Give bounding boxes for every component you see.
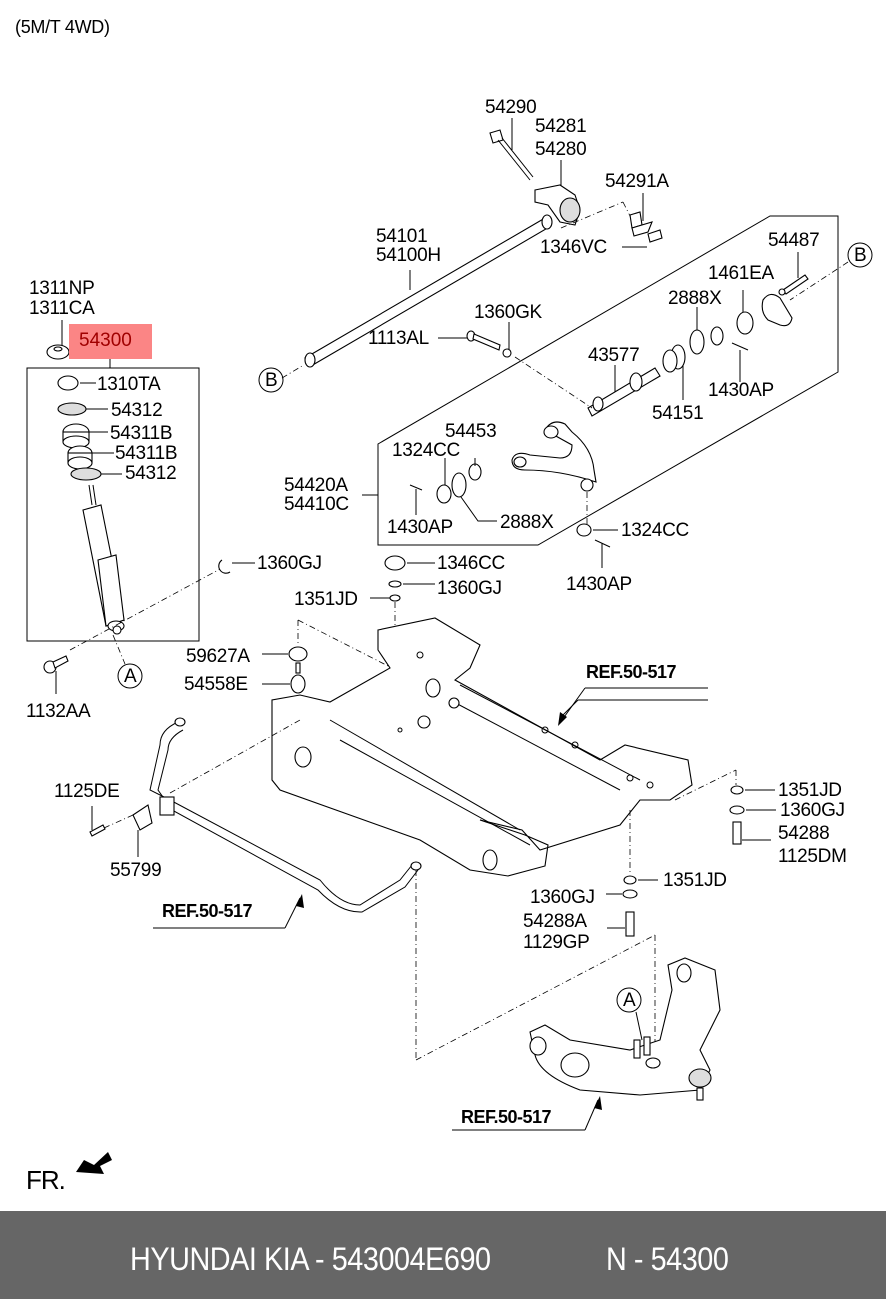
nut-1311np-drawing — [46, 320, 70, 360]
part-label-1461ea[interactable]: 1461EA — [708, 263, 774, 284]
part-label-1360gj-right[interactable]: 1360GJ — [780, 800, 845, 821]
callout-b-circle-2 — [847, 242, 873, 268]
part-label-1360gk[interactable]: 1360GK — [474, 302, 542, 323]
part-label-1311ca[interactable]: 1311CA — [29, 298, 95, 319]
shock-absorber-drawing — [82, 484, 125, 635]
crossmember-drawing — [271, 617, 708, 877]
part-label-1346vc[interactable]: 1346VC — [540, 237, 607, 258]
part-label-54101[interactable]: 54101 — [376, 226, 428, 247]
part-label-1430ap-upper[interactable]: 1430AP — [708, 380, 774, 401]
variant-caption: (5M/T 4WD) — [15, 17, 110, 37]
part-label-54288[interactable]: 54288 — [778, 823, 830, 844]
part-label-54290[interactable]: 54290 — [485, 97, 537, 118]
part-label-2888x-left[interactable]: 2888X — [500, 512, 554, 533]
part-label-1360gj-clip[interactable]: 1360GJ — [257, 553, 322, 574]
bolt-1132aa-drawing — [43, 655, 69, 694]
callout-a-circle-1 — [117, 663, 143, 689]
part-label-54100h[interactable]: 54100H — [376, 245, 441, 266]
part-label-1346cc[interactable]: 1346CC — [437, 553, 505, 574]
shock-group-box — [26, 367, 200, 642]
callout-a-circle-2 — [616, 987, 642, 1013]
part-label-54558e[interactable]: 54558E — [184, 674, 248, 695]
front-arrow-icon — [76, 1152, 112, 1174]
highlighted-part-54300[interactable]: 54300 — [69, 324, 152, 359]
callout-a-label-1: A — [124, 666, 137, 687]
mount-nut-stack — [370, 555, 435, 635]
upper-arm-small-parts — [409, 458, 497, 522]
ref-label-crossmember[interactable]: REF.50-517 — [586, 662, 677, 682]
part-label-54420a[interactable]: 54420A — [284, 475, 348, 496]
rod-54100h-drawing — [304, 214, 553, 368]
bracket-54291a-drawing — [560, 193, 663, 248]
part-label-54312-upper[interactable]: 54312 — [111, 400, 163, 421]
parts-diagram: (5M/T 4WD) 54300 1311NP 1311CA 1310TA 54… — [15, 17, 873, 1195]
part-label-54453[interactable]: 54453 — [445, 421, 497, 442]
part-label-1351jd-right[interactable]: 1351JD — [778, 780, 842, 801]
ref-arrows — [153, 687, 708, 1131]
footer-bar: HYUNDAI KIA - 543004E690 N - 54300 — [0, 1211, 886, 1299]
highlighted-part-label: 54300 — [79, 330, 132, 351]
upper-arm-group-box — [377, 215, 839, 546]
part-label-1311np[interactable]: 1311NP — [29, 278, 95, 299]
callout-b-circle-1 — [258, 367, 284, 393]
diagram-line-art — [26, 118, 873, 1174]
part-label-1351jd-lower[interactable]: 1351JD — [663, 870, 727, 891]
front-marker-label: FR. — [26, 1165, 66, 1195]
part-label-43577[interactable]: 43577 — [588, 345, 640, 366]
part-label-54288a[interactable]: 54288A — [523, 911, 587, 932]
part-label-1360gj-mount[interactable]: 1360GJ — [437, 578, 502, 599]
lower-control-arm-drawing — [529, 957, 721, 1101]
part-label-54291a[interactable]: 54291A — [605, 171, 669, 192]
callout-b-label-1: B — [265, 370, 278, 391]
part-label-1360gj-lower[interactable]: 1360GJ — [530, 887, 595, 908]
part-label-1310ta[interactable]: 1310TA — [97, 374, 161, 395]
part-label-54410c[interactable]: 54410C — [284, 494, 349, 515]
ref-label-stabilizer[interactable]: REF.50-517 — [162, 901, 253, 921]
shock-parts-stack — [57, 375, 122, 481]
part-label-1132aa[interactable]: 1132AA — [26, 701, 91, 722]
part-label-54281[interactable]: 54281 — [535, 116, 587, 137]
callout-a-label-2: A — [623, 990, 636, 1011]
bracket-54280-drawing — [489, 118, 581, 226]
part-label-1324cc-lower[interactable]: 1324CC — [621, 520, 689, 541]
part-label-54312-lower[interactable]: 54312 — [125, 463, 177, 484]
part-label-1129gp[interactable]: 1129GP — [523, 932, 590, 953]
footer-oem-number: N - 54300 — [606, 1241, 729, 1277]
part-label-1113al[interactable]: 1113AL — [368, 328, 429, 349]
part-label-1125dm[interactable]: 1125DM — [778, 846, 847, 867]
right-fasteners — [606, 769, 776, 937]
bushing-set-drawing — [662, 307, 749, 400]
part-label-2888x-right[interactable]: 2888X — [668, 288, 722, 309]
shaft-43577-drawing — [587, 365, 661, 417]
bracket-54487-drawing — [736, 252, 809, 335]
upper-control-arm-drawing — [511, 421, 597, 525]
bolt-1113al-drawing — [438, 322, 593, 409]
part-label-54311b-upper[interactable]: 54311B — [110, 423, 173, 444]
part-label-1430ap-lower[interactable]: 1430AP — [566, 574, 632, 595]
part-label-1351jd-mount[interactable]: 1351JD — [294, 589, 358, 610]
footer-brand-part-number: HYUNDAI KIA - 543004E690 — [130, 1241, 491, 1277]
part-label-54311b-lower[interactable]: 54311B — [115, 443, 178, 464]
clip-1360gj-drawing — [218, 559, 231, 574]
part-label-55799[interactable]: 55799 — [110, 860, 162, 881]
part-label-1125de[interactable]: 1125DE — [54, 781, 120, 802]
stabilizer-bar-drawing — [89, 717, 656, 1061]
callout-b-label-2: B — [854, 245, 867, 266]
part-label-54487[interactable]: 54487 — [768, 230, 820, 251]
part-label-54151[interactable]: 54151 — [652, 403, 704, 424]
part-label-54280[interactable]: 54280 — [535, 139, 587, 160]
part-label-59627a[interactable]: 59627A — [186, 646, 250, 667]
ref-label-lower-arm[interactable]: REF.50-517 — [461, 1107, 552, 1127]
part-label-1324cc-upper[interactable]: 1324CC — [392, 440, 460, 461]
part-label-1430ap-middle[interactable]: 1430AP — [387, 517, 453, 538]
body-mount-drawing — [262, 619, 393, 694]
